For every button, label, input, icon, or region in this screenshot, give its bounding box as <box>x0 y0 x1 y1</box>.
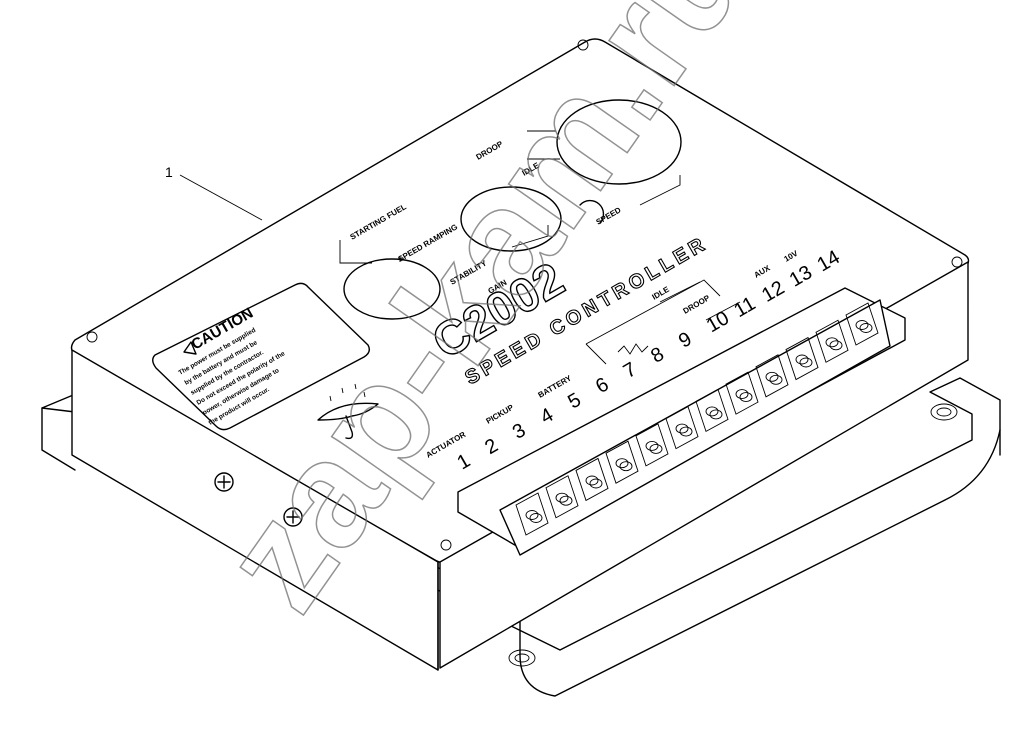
pot-idle-droop <box>556 99 682 185</box>
terminal-screw <box>755 354 789 398</box>
terminal-screws <box>515 302 879 536</box>
potentiometer-windows <box>339 99 682 320</box>
terminal-screw <box>605 440 639 484</box>
keep-dry-umbrella-icon <box>317 383 379 440</box>
rotation-arrow-icon <box>579 199 605 224</box>
terminal-screw <box>665 405 699 450</box>
pot-starting-fuel <box>343 258 441 320</box>
resistor-symbol-icon <box>617 343 649 355</box>
warning-triangle-icon <box>183 341 197 355</box>
terminal-screw <box>725 371 759 415</box>
pot-stability-gain <box>460 186 562 252</box>
terminal-screw <box>545 475 579 519</box>
terminal-screw <box>815 319 849 363</box>
terminal-screw <box>515 492 549 536</box>
callout: 1 <box>165 164 263 221</box>
terminal-screw <box>575 457 609 502</box>
terminal-screw <box>695 388 729 433</box>
mounting-base-plate <box>41 377 1001 697</box>
terminal-screw <box>845 302 879 346</box>
terminal-screw <box>635 423 669 467</box>
callout-number: 1 <box>165 164 173 180</box>
terminal-screw <box>785 336 819 381</box>
